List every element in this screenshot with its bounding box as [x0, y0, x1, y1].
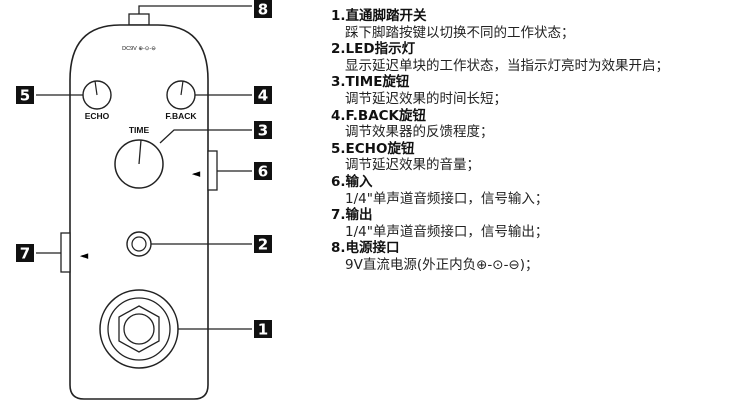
echo-knob-pointer [94, 80, 98, 96]
svg-text:4: 4 [258, 87, 268, 105]
led-indicator-inner [131, 236, 147, 252]
legend-title: TIME旋钮 [345, 74, 410, 91]
legend-item-6: 6.输入 1/4"单声道音频接口，信号输入； [331, 174, 743, 207]
legend-num: 5 [331, 140, 341, 157]
svg-text:8: 8 [258, 1, 268, 19]
power-jack [128, 13, 150, 26]
legend-item-3: 3.TIME旋钮 调节延迟效果的时间长短； [331, 74, 743, 107]
legend-desc: 显示延迟单块的工作状态，当指示灯亮时为效果开启； [345, 57, 669, 74]
legend-item-8: 8.电源接口 9V直流电源(外正内负⊕-⊙-⊖)； [331, 240, 743, 273]
footswitch-cap [123, 313, 155, 345]
time-label: TIME [129, 125, 150, 135]
legend-num: 3 [331, 74, 341, 91]
legend-desc: 调节延迟效果的音量； [345, 157, 480, 174]
legend-desc: 踩下脚踏按键以切换不同的工作状态； [345, 24, 575, 41]
legend-num: 2 [331, 41, 341, 58]
legend-title: 输入 [345, 173, 373, 190]
legend-list: 1.直通脚踏开关 踩下脚踏按键以切换不同的工作状态； 2.LED指示灯 显示延迟… [331, 8, 743, 274]
legend-num: 7 [331, 207, 341, 224]
legend-item-4: 4.F.BACK旋钮 调节效果器的反馈程度； [331, 108, 743, 141]
callout-7: 7 [16, 244, 34, 263]
legend-desc: 9V直流电源(外正内负⊕-⊙-⊖)； [345, 256, 539, 273]
legend-desc: 1/4"单声道音频接口，信号输出； [345, 223, 549, 240]
callout-1: 1 [254, 320, 272, 339]
callout-8: 8 [254, 0, 272, 19]
legend-num: 6 [331, 173, 341, 190]
leader-line-3 [159, 129, 252, 144]
input-arrow-icon: ◄ [192, 167, 201, 180]
output-arrow-icon: ◄ [80, 249, 89, 262]
svg-text:3: 3 [258, 122, 268, 140]
power-label: DC9V ⊕-⊙-⊖ [122, 46, 156, 52]
fback-knob-pointer [180, 80, 184, 96]
output-jack [60, 232, 71, 273]
legend-desc: 1/4"单声道音频接口，信号输入； [345, 190, 549, 207]
pedal-body [69, 24, 209, 400]
legend-num: 1 [331, 8, 341, 24]
legend-desc: 调节效果器的反馈程度； [345, 124, 494, 141]
callout-4: 4 [254, 86, 272, 105]
svg-text:5: 5 [20, 87, 30, 105]
legend-title: ECHO旋钮 [345, 140, 415, 157]
legend-item-2: 2.LED指示灯 显示延迟单块的工作状态，当指示灯亮时为效果开启； [331, 41, 743, 74]
callout-2: 2 [254, 235, 272, 254]
legend-item-5: 5.ECHO旋钮 调节延迟效果的音量； [331, 141, 743, 174]
legend-title: 电源接口 [345, 240, 400, 257]
legend-num: 4 [331, 107, 341, 124]
legend-desc: 调节延迟效果的时间长短； [345, 90, 507, 107]
svg-text:2: 2 [258, 236, 268, 254]
legend-item-7: 7.输出 1/4"单声道音频接口，信号输出； [331, 207, 743, 240]
svg-text:7: 7 [20, 245, 30, 263]
legend-item-1: 1.直通脚踏开关 踩下脚踏按键以切换不同的工作状态； [331, 8, 743, 41]
callout-6: 6 [254, 162, 272, 181]
leader-line-8 [138, 5, 252, 14]
input-jack [207, 150, 218, 191]
legend-num: 8 [331, 240, 341, 257]
callout-3: 3 [254, 121, 272, 140]
time-knob-pointer [138, 139, 142, 165]
svg-text:6: 6 [258, 163, 268, 181]
echo-label: ECHO [85, 111, 110, 121]
pedal-diagram: DC9V ⊕-⊙-⊖ ECHO F.BACK TIME ◄ ◄ 8 5 4 [16, 0, 272, 400]
legend-title: 直通脚踏开关 [345, 8, 427, 24]
fback-label: F.BACK [165, 111, 197, 121]
svg-text:1: 1 [258, 321, 268, 339]
callout-5: 5 [16, 86, 34, 105]
legend-title: LED指示灯 [345, 41, 416, 58]
legend-title: 输出 [345, 207, 373, 224]
legend-title: F.BACK旋钮 [345, 107, 427, 124]
